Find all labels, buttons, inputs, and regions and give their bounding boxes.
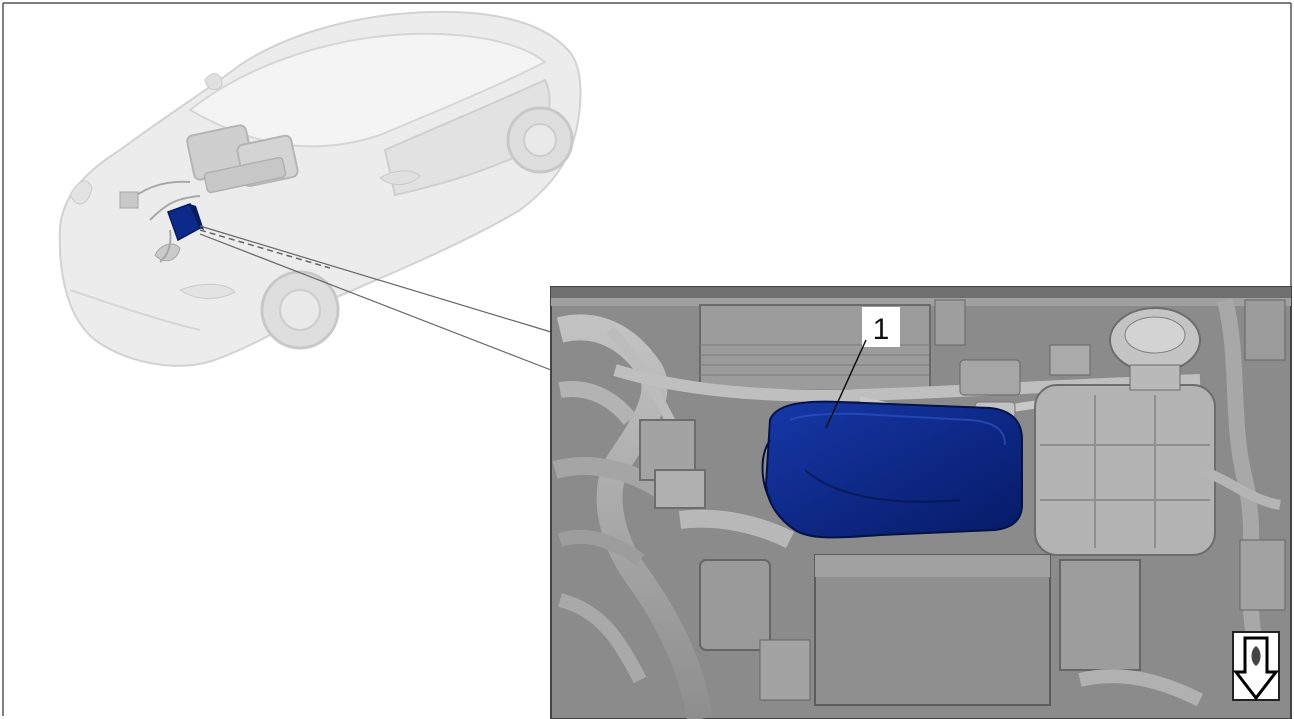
windshield (188, 32, 547, 148)
callout-1-label: 1 (873, 313, 890, 346)
control-unit (761, 400, 1023, 539)
detail-view: 1 (550, 286, 1292, 719)
down-arrow-icon (1232, 631, 1280, 701)
leader-lines (199, 225, 552, 371)
callout-1: 1 (825, 307, 900, 429)
coolant-reservoir (1034, 307, 1216, 556)
highlighted-module (167, 203, 204, 242)
vehicle-overview (58, 10, 582, 367)
leader-dashed (199, 229, 331, 269)
front-electronics (119, 124, 299, 263)
